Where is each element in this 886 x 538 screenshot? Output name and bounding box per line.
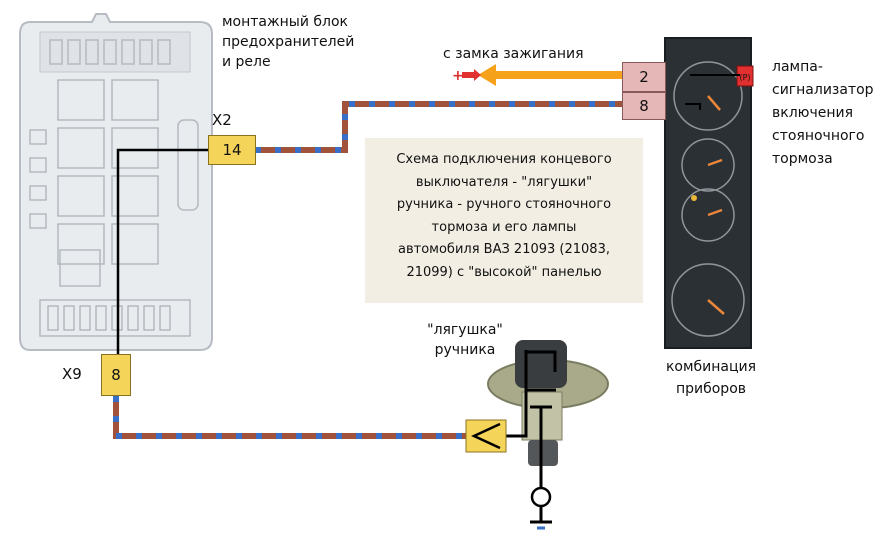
ignition-label: с замка зажигания <box>443 46 584 62</box>
fuse-block-image <box>19 13 213 351</box>
svg-text:(P): (P) <box>739 73 750 82</box>
internal-link <box>116 148 208 354</box>
handbrake-switch-image <box>487 340 609 530</box>
switch-lead <box>505 372 528 438</box>
wire-x2-cluster <box>255 101 622 153</box>
fuse-block-label: монтажный блок предохранителей и реле <box>222 14 355 70</box>
x2-pin-label: 14 <box>222 141 242 159</box>
x2-label: X2 <box>212 111 232 129</box>
cluster-pin-top: 2 <box>622 62 666 92</box>
cluster-pin-top-label: 2 <box>639 68 649 86</box>
x9-label: X9 <box>62 365 82 383</box>
description-note: Схема подключения концевого выключателя … <box>365 138 643 303</box>
lamp-label: лампа- сигнализатор включения стояночног… <box>772 59 874 167</box>
switch-label: "лягушка" ручника <box>427 322 503 358</box>
x2-connector-pin: 14 <box>208 135 256 165</box>
cluster-pin-bottom: 8 <box>622 92 666 120</box>
cluster-label: комбинация приборов <box>665 359 757 397</box>
cluster-pin-bottom-label: 8 <box>639 97 649 115</box>
instrument-cluster-image: (P) <box>664 37 754 349</box>
lamp-lead-2 <box>685 103 701 110</box>
ignition-arrow: + <box>452 64 622 86</box>
x9-connector-pin: 8 <box>101 354 131 396</box>
switch-connector <box>465 419 507 453</box>
svg-text:+: + <box>452 68 464 84</box>
wire-x9-switch <box>113 396 466 439</box>
x9-pin-label: 8 <box>111 366 121 384</box>
